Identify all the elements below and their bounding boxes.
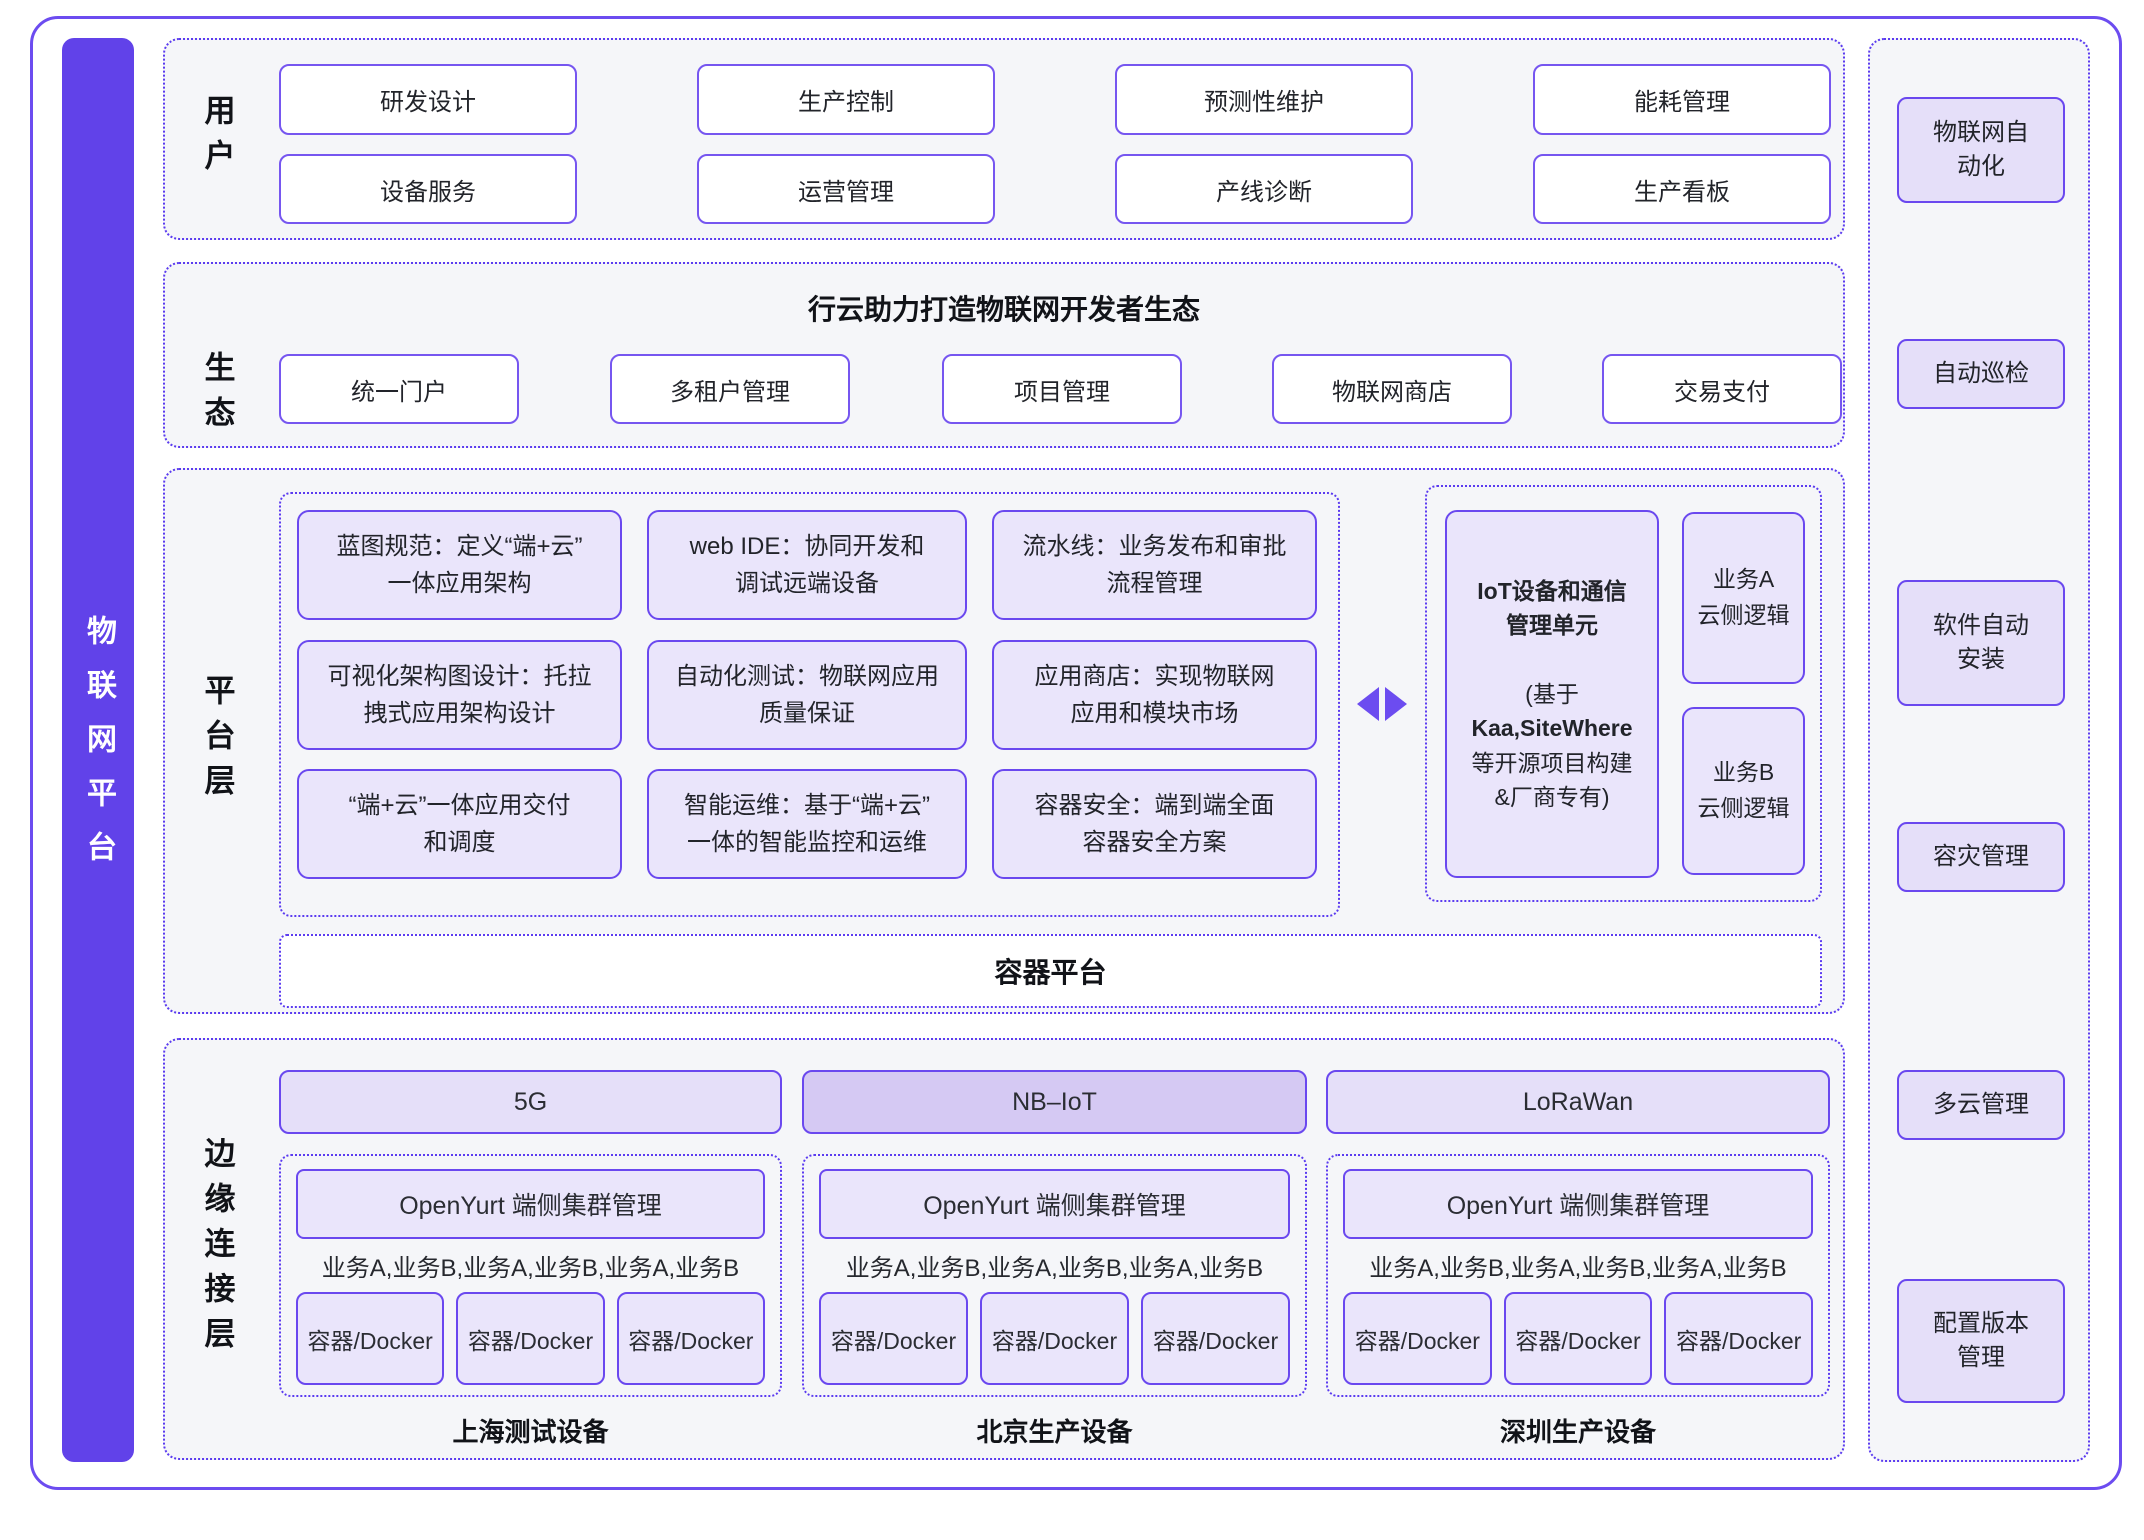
ecosystem-box: 物联网商店 bbox=[1272, 354, 1512, 424]
docker-box: 容器/Docker bbox=[296, 1292, 445, 1385]
edge-column-beijing: NB–IoT OpenYurt 端侧集群管理 业务A,业务B,业务A,业务B,业… bbox=[802, 1040, 1307, 1458]
capability-box: 可视化架构图设计：托拉 拽式应用架构设计 bbox=[297, 640, 622, 750]
docker-row: 容器/Docker 容器/Docker 容器/Docker bbox=[1343, 1292, 1814, 1385]
tool-item-auto-inspection: 自动巡检 bbox=[1897, 339, 2065, 409]
user-box: 预测性维护 bbox=[1115, 64, 1413, 135]
tools-panel: 物联网自 动化 自动巡检 软件自动 安装 容灾管理 多云管理 配置版本 管理 bbox=[1868, 38, 2090, 1462]
docker-box: 容器/Docker bbox=[456, 1292, 605, 1385]
services-text: 业务A,业务B,业务A,业务B,业务A,业务B bbox=[845, 1255, 1264, 1282]
docker-box: 容器/Docker bbox=[1141, 1292, 1290, 1385]
platform-title: 物联网平台 bbox=[82, 615, 115, 885]
tool-item-iot-automation: 物联网自 动化 bbox=[1897, 97, 2065, 203]
users-label: 用户 bbox=[199, 94, 235, 184]
users-label-wrap: 用户 bbox=[195, 40, 239, 238]
services-text: 业务A,业务B,业务A,业务B,业务A,业务B bbox=[1369, 1255, 1787, 1282]
capability-box: 自动化测试：物联网应用 质量保证 bbox=[647, 640, 967, 750]
site-label: 上海测试设备 bbox=[452, 1417, 609, 1447]
section-users: 用户 研发设计 生产控制 预测性维护 能耗管理 设备服务 运营管理 产线诊断 生… bbox=[163, 38, 1845, 240]
capability-box: 流水线：业务发布和审批 流程管理 bbox=[992, 510, 1317, 620]
platform-title-bar: 物联网平台 bbox=[62, 38, 134, 1462]
user-box: 运营管理 bbox=[697, 154, 995, 224]
edge-column-shanghai: 5G OpenYurt 端侧集群管理 业务A,业务B,业务A,业务B,业务A,业… bbox=[279, 1040, 782, 1458]
user-box: 能耗管理 bbox=[1533, 64, 1831, 135]
services-text: 业务A,业务B,业务A,业务B,业务A,业务B bbox=[321, 1255, 740, 1282]
tool-item-multicloud: 多云管理 bbox=[1897, 1070, 2065, 1140]
ecosystem-label: 生态 bbox=[199, 351, 235, 441]
container-platform-label: 容器平台 bbox=[994, 957, 1107, 988]
section-ecosystem: 行云助力打造物联网开发者生态 生态 统一门户 多租户管理 项目管理 物联网商店 … bbox=[163, 262, 1845, 448]
capability-box: 智能运维：基于“端+云” 一体的智能监控和运维 bbox=[647, 769, 967, 879]
iot-unit-note-rest: 等开源项目构建 &厂商专有) bbox=[1471, 749, 1633, 811]
sync-arrows bbox=[1357, 687, 1413, 721]
docker-row: 容器/Docker 容器/Docker 容器/Docker bbox=[819, 1292, 1290, 1385]
user-box: 生产看板 bbox=[1533, 154, 1831, 224]
network-bar-lorawan: LoRaWan bbox=[1326, 1070, 1830, 1134]
openyurt-bar: OpenYurt 端侧集群管理 bbox=[819, 1169, 1290, 1239]
capability-box: 容器安全：端到端全面 容器安全方案 bbox=[992, 769, 1317, 879]
docker-box: 容器/Docker bbox=[819, 1292, 968, 1385]
ecosystem-label-wrap: 生态 bbox=[195, 348, 239, 444]
iot-unit-note-open: (基于 bbox=[1525, 680, 1579, 707]
edge-cluster-group: OpenYurt 端侧集群管理 业务A,业务B,业务A,业务B,业务A,业务B … bbox=[279, 1154, 782, 1397]
edge-cluster-group: OpenYurt 端侧集群管理 业务A,业务B,业务A,业务B,业务A,业务B … bbox=[1326, 1154, 1830, 1397]
iot-unit-note-projects: Kaa,SiteWhere bbox=[1471, 715, 1633, 741]
tool-item-disaster-recovery: 容灾管理 bbox=[1897, 822, 2065, 892]
ecosystem-box: 统一门户 bbox=[279, 354, 519, 424]
docker-box: 容器/Docker bbox=[980, 1292, 1129, 1385]
ecosystem-title: 行云助力打造物联网开发者生态 bbox=[807, 294, 1200, 325]
edge-label-wrap: 边缘连接层 bbox=[195, 1040, 239, 1458]
user-box: 设备服务 bbox=[279, 154, 577, 224]
docker-box: 容器/Docker bbox=[1343, 1292, 1492, 1385]
edge-cluster-group: OpenYurt 端侧集群管理 业务A,业务B,业务A,业务B,业务A,业务B … bbox=[802, 1154, 1307, 1397]
docker-box: 容器/Docker bbox=[1664, 1292, 1814, 1385]
section-edge: 边缘连接层 5G OpenYurt 端侧集群管理 业务A,业务B,业务A,业务B… bbox=[163, 1038, 1845, 1460]
container-platform-bar: 容器平台 bbox=[279, 934, 1822, 1008]
diagram-frame bbox=[30, 16, 2122, 1490]
iot-unit-group bbox=[1425, 485, 1822, 902]
service-a-cloud-box: 业务A 云侧逻辑 bbox=[1682, 512, 1805, 684]
edge-label: 边缘连接层 bbox=[199, 1136, 235, 1362]
edge-column-shenzhen: LoRaWan OpenYurt 端侧集群管理 业务A,业务B,业务A,业务B,… bbox=[1326, 1040, 1830, 1458]
user-box: 研发设计 bbox=[279, 64, 577, 135]
platform-label-wrap: 平台层 bbox=[195, 470, 239, 1012]
docker-box: 容器/Docker bbox=[616, 1292, 765, 1385]
ecosystem-box: 交易支付 bbox=[1602, 354, 1842, 424]
iot-unit-title: IoT设备和通信 管理单元 bbox=[1477, 577, 1627, 639]
ecosystem-box: 多租户管理 bbox=[610, 354, 850, 424]
iot-unit-box: IoT设备和通信 管理单元 (基于 Kaa,SiteWhere 等开源项目构建 … bbox=[1445, 510, 1659, 878]
arrow-left-icon bbox=[1357, 687, 1379, 721]
tool-item-software-install: 软件自动 安装 bbox=[1897, 580, 2065, 706]
service-b-cloud-box: 业务B 云侧逻辑 bbox=[1682, 707, 1805, 875]
openyurt-bar: OpenYurt 端侧集群管理 bbox=[296, 1169, 765, 1239]
network-bar-5g: 5G bbox=[279, 1070, 782, 1134]
site-label: 深圳生产设备 bbox=[1499, 1417, 1656, 1447]
platform-label: 平台层 bbox=[199, 673, 235, 809]
arrow-right-icon bbox=[1385, 687, 1407, 721]
capability-box: 应用商店：实现物联网 应用和模块市场 bbox=[992, 640, 1317, 750]
openyurt-bar: OpenYurt 端侧集群管理 bbox=[1343, 1169, 1813, 1239]
docker-box: 容器/Docker bbox=[1503, 1292, 1653, 1385]
section-platform: 平台层 蓝图规范：定义“端+云” 一体应用架构 web IDE：协同开发和 调试… bbox=[163, 468, 1845, 1014]
user-box: 产线诊断 bbox=[1115, 154, 1413, 224]
ecosystem-box: 项目管理 bbox=[942, 354, 1182, 424]
site-label: 北京生产设备 bbox=[976, 1417, 1133, 1447]
network-bar-nbiot: NB–IoT bbox=[802, 1070, 1307, 1134]
capability-box: 蓝图规范：定义“端+云” 一体应用架构 bbox=[297, 510, 622, 620]
capability-box: “端+云”一体应用交付 和调度 bbox=[297, 769, 622, 879]
tool-item-config-version: 配置版本 管理 bbox=[1897, 1279, 2065, 1403]
platform-capability-grid bbox=[279, 492, 1340, 917]
capability-box: web IDE：协同开发和 调试远端设备 bbox=[647, 510, 967, 620]
user-box: 生产控制 bbox=[697, 64, 995, 135]
docker-row: 容器/Docker 容器/Docker 容器/Docker bbox=[296, 1292, 765, 1385]
